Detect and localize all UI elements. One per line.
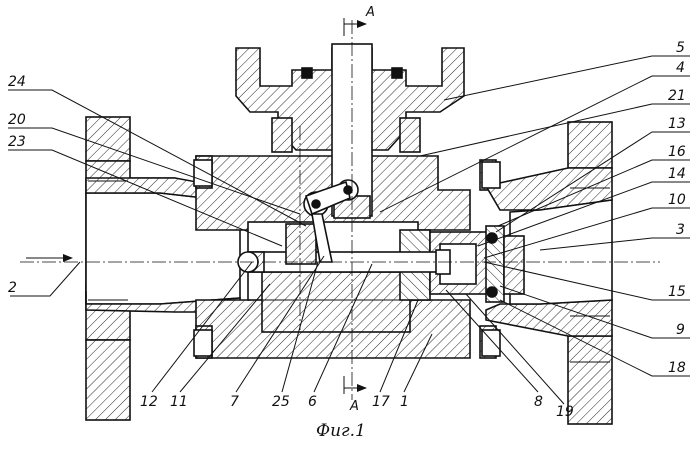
callout-14: 14 — [668, 166, 686, 182]
figure-caption: Фиг.1 — [316, 421, 366, 441]
callout-11: 11 — [170, 394, 188, 410]
section-marker-bottom: A — [344, 376, 366, 414]
section-marker-top: A — [344, 5, 375, 36]
callout-25: 25 — [272, 394, 290, 410]
callout-13: 13 — [668, 116, 686, 132]
callout-9: 9 — [676, 322, 685, 338]
callout-16: 16 — [668, 144, 686, 160]
callout-4: 4 — [676, 60, 685, 76]
callout-6: 6 — [308, 394, 317, 410]
callout-5: 5 — [676, 40, 685, 56]
callout-15: 15 — [668, 284, 686, 300]
callout-1: 1 — [400, 394, 409, 410]
callout-17: 17 — [372, 394, 390, 410]
callout-12: 12 — [140, 394, 158, 410]
callout-23: 23 — [8, 134, 26, 150]
callout-10: 10 — [668, 192, 686, 208]
callout-18: 18 — [668, 360, 686, 376]
callout-19: 19 — [556, 404, 574, 420]
callout-8: 8 — [534, 394, 543, 410]
callout-7: 7 — [230, 394, 239, 410]
callout-24: 24 — [8, 74, 26, 90]
section-label-bottom: A — [349, 399, 359, 414]
callout-21: 21 — [668, 88, 686, 104]
callout-2: 2 — [8, 280, 17, 296]
callout-3: 3 — [676, 222, 685, 238]
callout-20: 20 — [8, 112, 26, 128]
section-label-top: A — [365, 5, 375, 20]
